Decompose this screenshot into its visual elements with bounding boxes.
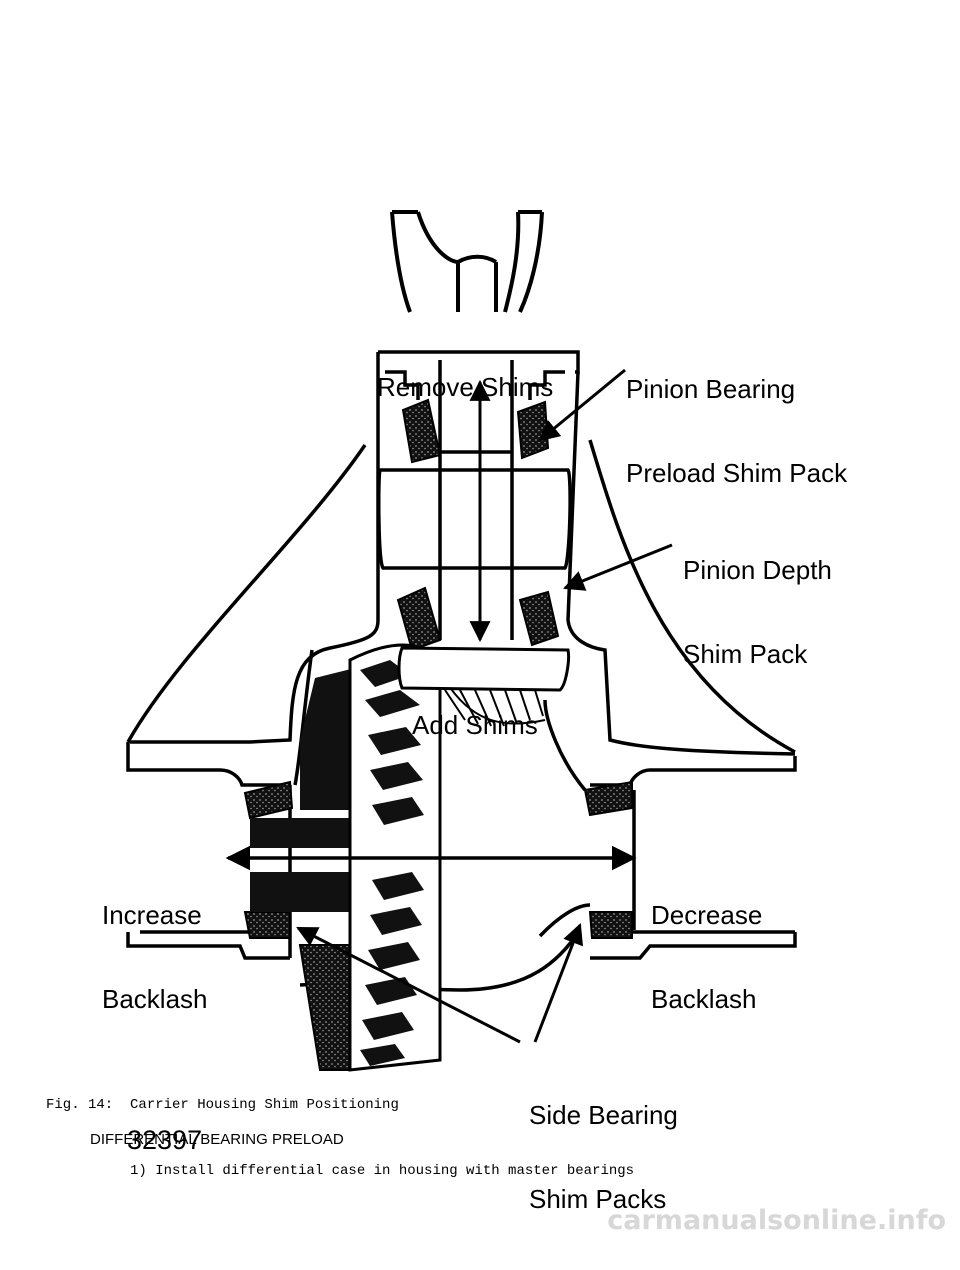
label-pinion-depth: Pinion Depth Shim Pack — [683, 555, 832, 669]
pinion-head — [397, 646, 570, 692]
body-text: 1) Install differential case in housing … — [130, 1163, 635, 1179]
label-side-bearing-shim-packs: Side Bearing Shim Packs — [529, 1100, 678, 1214]
label-pinion-bearing-preload: Pinion Bearing Preload Shim Pack — [626, 374, 848, 488]
carrier-housing-illustration — [126, 210, 797, 1072]
pinion-yoke — [390, 210, 544, 313]
label-add-shims: Add Shims — [412, 710, 538, 740]
section-heading: DIFFERENTIAL BEARING PRELOAD — [90, 1131, 344, 1148]
label-decrease-backlash: Decrease Backlash — [651, 900, 763, 1014]
pinion-bearings — [243, 398, 633, 939]
label-increase-backlash: Increase Backlash — [102, 900, 208, 1014]
side-bearing-leader-1 — [296, 926, 521, 1044]
figure-number: 32397 — [127, 1125, 203, 1155]
watermark: carmanualsonline.info — [607, 1205, 946, 1236]
label-remove-shims: Remove Shims — [377, 372, 554, 402]
figure-caption: Fig. 14: Carrier Housing Shim Positionin… — [46, 1097, 399, 1113]
carrier-housing-figure: Remove Shims Pinion Bearing Preload Shim… — [102, 210, 848, 1213]
preload-leader-arrow — [538, 368, 626, 442]
side-bearing-leader-2 — [533, 923, 584, 1043]
depth-leader-arrow — [563, 543, 673, 591]
